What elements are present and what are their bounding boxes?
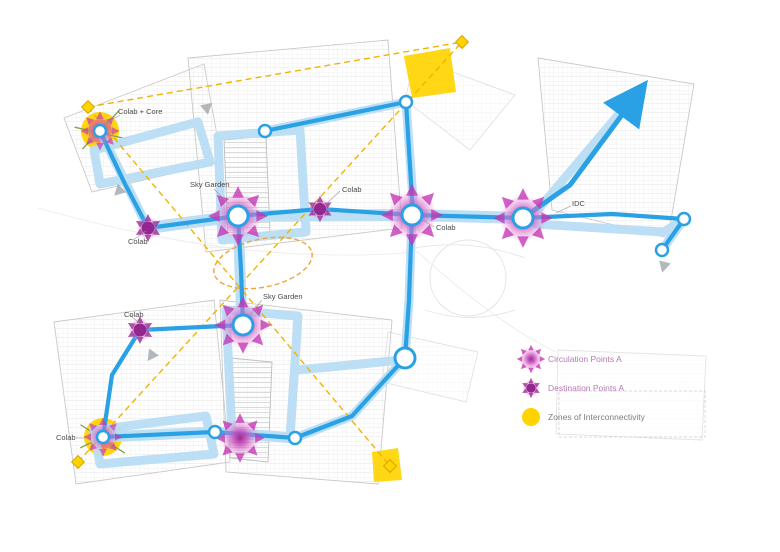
label-idc: IDC [572,199,586,208]
building-plan [555,349,707,441]
axis-ellipse [213,236,313,290]
route-segment [520,211,687,222]
building-plan [537,57,695,239]
nodes [92,94,692,446]
axis-line [87,106,391,467]
hub-node [400,203,424,227]
label-colab-left: Colab [128,237,148,246]
corridor-loop [89,117,215,189]
label-sky-garden-upper: Sky Garden [190,180,230,189]
road-line [417,251,557,353]
hub-node [226,204,250,228]
plaza-outline [429,239,507,317]
route-node [207,424,223,440]
plan-dashed-outline [558,390,706,438]
leader-line [213,188,230,205]
axis-lines [77,41,463,467]
legend-label-zones: Zones of Interconnectivity [548,412,646,422]
leader-line [324,190,341,206]
hub-node [231,313,255,337]
route-node [654,242,670,258]
hub-node [393,346,417,370]
leader-line [420,218,435,228]
route-node [287,430,303,446]
circulation-point-icon [516,344,546,374]
leader-line [129,314,140,324]
route-node [676,211,692,227]
legend: Circulation Points A Destination Points … [516,344,646,426]
legend-label-destination: Destination Points A [548,383,624,393]
plaza-arc [424,309,516,318]
interconnect-zone [404,48,456,98]
route-segment [262,99,409,134]
route-node [398,94,414,110]
route-node [257,123,273,139]
label-colab-bottom: Colab [56,433,76,442]
route-node [95,429,111,445]
plaza-arc [414,244,526,259]
route-segment [100,327,143,440]
label-colab-upper: Colab [342,185,362,194]
route-node [92,123,108,139]
label-sky-garden-lower: Sky Garden [263,292,303,301]
circulation-point-icon [215,413,265,463]
flow-arrow-icon [656,260,671,275]
leader-line [555,205,572,214]
label-colab-lower-left: Colab [124,310,144,319]
route-segment [292,355,408,441]
leader-line [103,114,121,125]
legend-label-circulation: Circulation Points A [548,354,622,364]
leader-line [248,299,263,317]
leader-line [132,230,147,241]
axis-line [87,41,463,108]
label-colab-center: Colab [436,223,456,232]
destination-point-icon [521,377,541,399]
label-colab-core: Colab + Core [118,107,162,116]
hub-node [511,206,535,230]
axis-line [77,41,463,463]
interconnect-zone-icon [522,408,540,426]
corridor [293,355,407,375]
route-segment [97,128,151,231]
labels: Colab + Core Sky Garden Colab Colab Cola… [56,107,586,442]
corridor-loop [89,411,219,469]
